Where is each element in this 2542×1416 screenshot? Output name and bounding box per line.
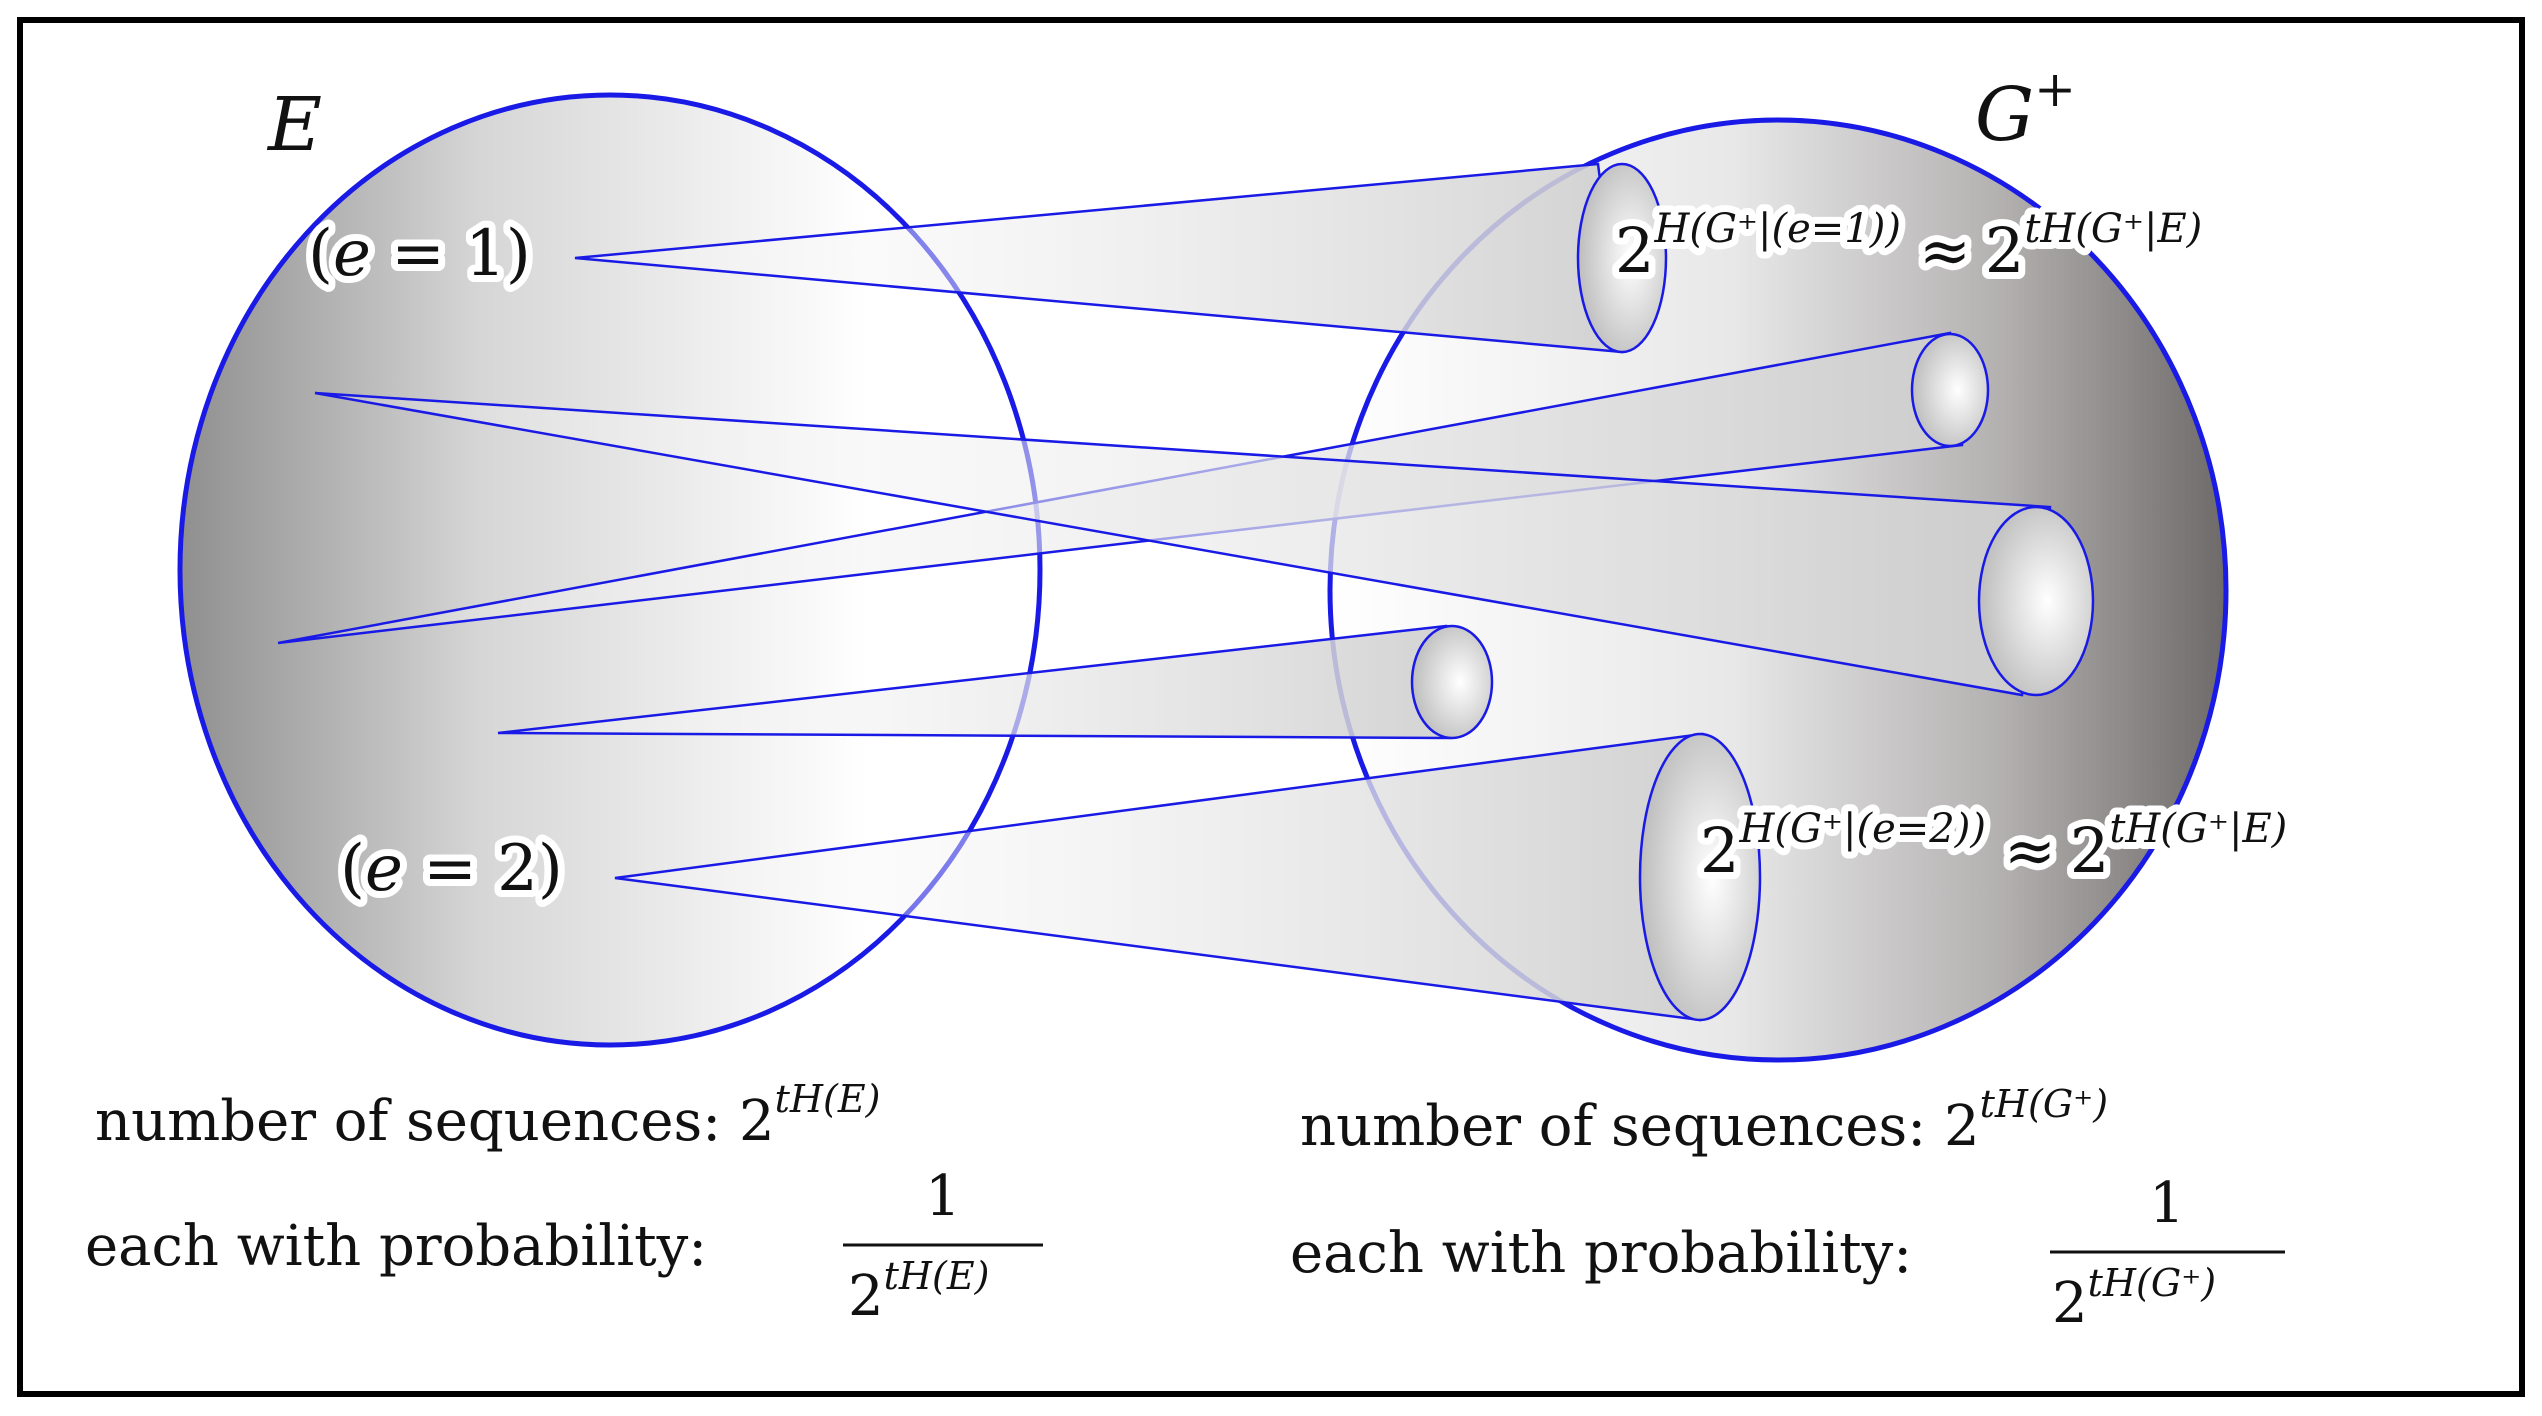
left-probability-denominator: 2tH(E) (848, 1254, 989, 1329)
left-probability-numerator: 1 (925, 1164, 961, 1229)
left-probability-text: each with probability: (85, 1214, 707, 1279)
right-sequence-count: number of sequences: 2tH(G⁺) (1300, 1082, 2108, 1159)
point-e2-label: (e = 2) (340, 832, 563, 906)
right-probability-numerator: 1 (2149, 1171, 2185, 1236)
cone-middle (497, 624, 1494, 740)
set-e-label: E (266, 82, 322, 168)
set-e-ellipse (177, 92, 1043, 1048)
right-probability-text: each with probability: (1290, 1221, 1912, 1286)
cone-e2 (614, 732, 1762, 1022)
right-probability-denominator: 2tH(G⁺) (2052, 1261, 2216, 1336)
point-e1-label: (e = 1) (308, 217, 531, 291)
cone-e2-size-label: 2H(G⁺|(e=2))≈2tH(G⁺|E) (1700, 806, 2287, 887)
cone-e1-size-label: 2H(G⁺|(e=1))≈2tH(G⁺|E) (1615, 206, 2202, 287)
left-sequence-count: number of sequences: 2tH(E) (95, 1077, 880, 1154)
cone-e1 (574, 162, 1668, 354)
set-g-plus-label: G+ (1975, 60, 2076, 158)
cone-upper-left-to-lower-right (314, 391, 2095, 697)
